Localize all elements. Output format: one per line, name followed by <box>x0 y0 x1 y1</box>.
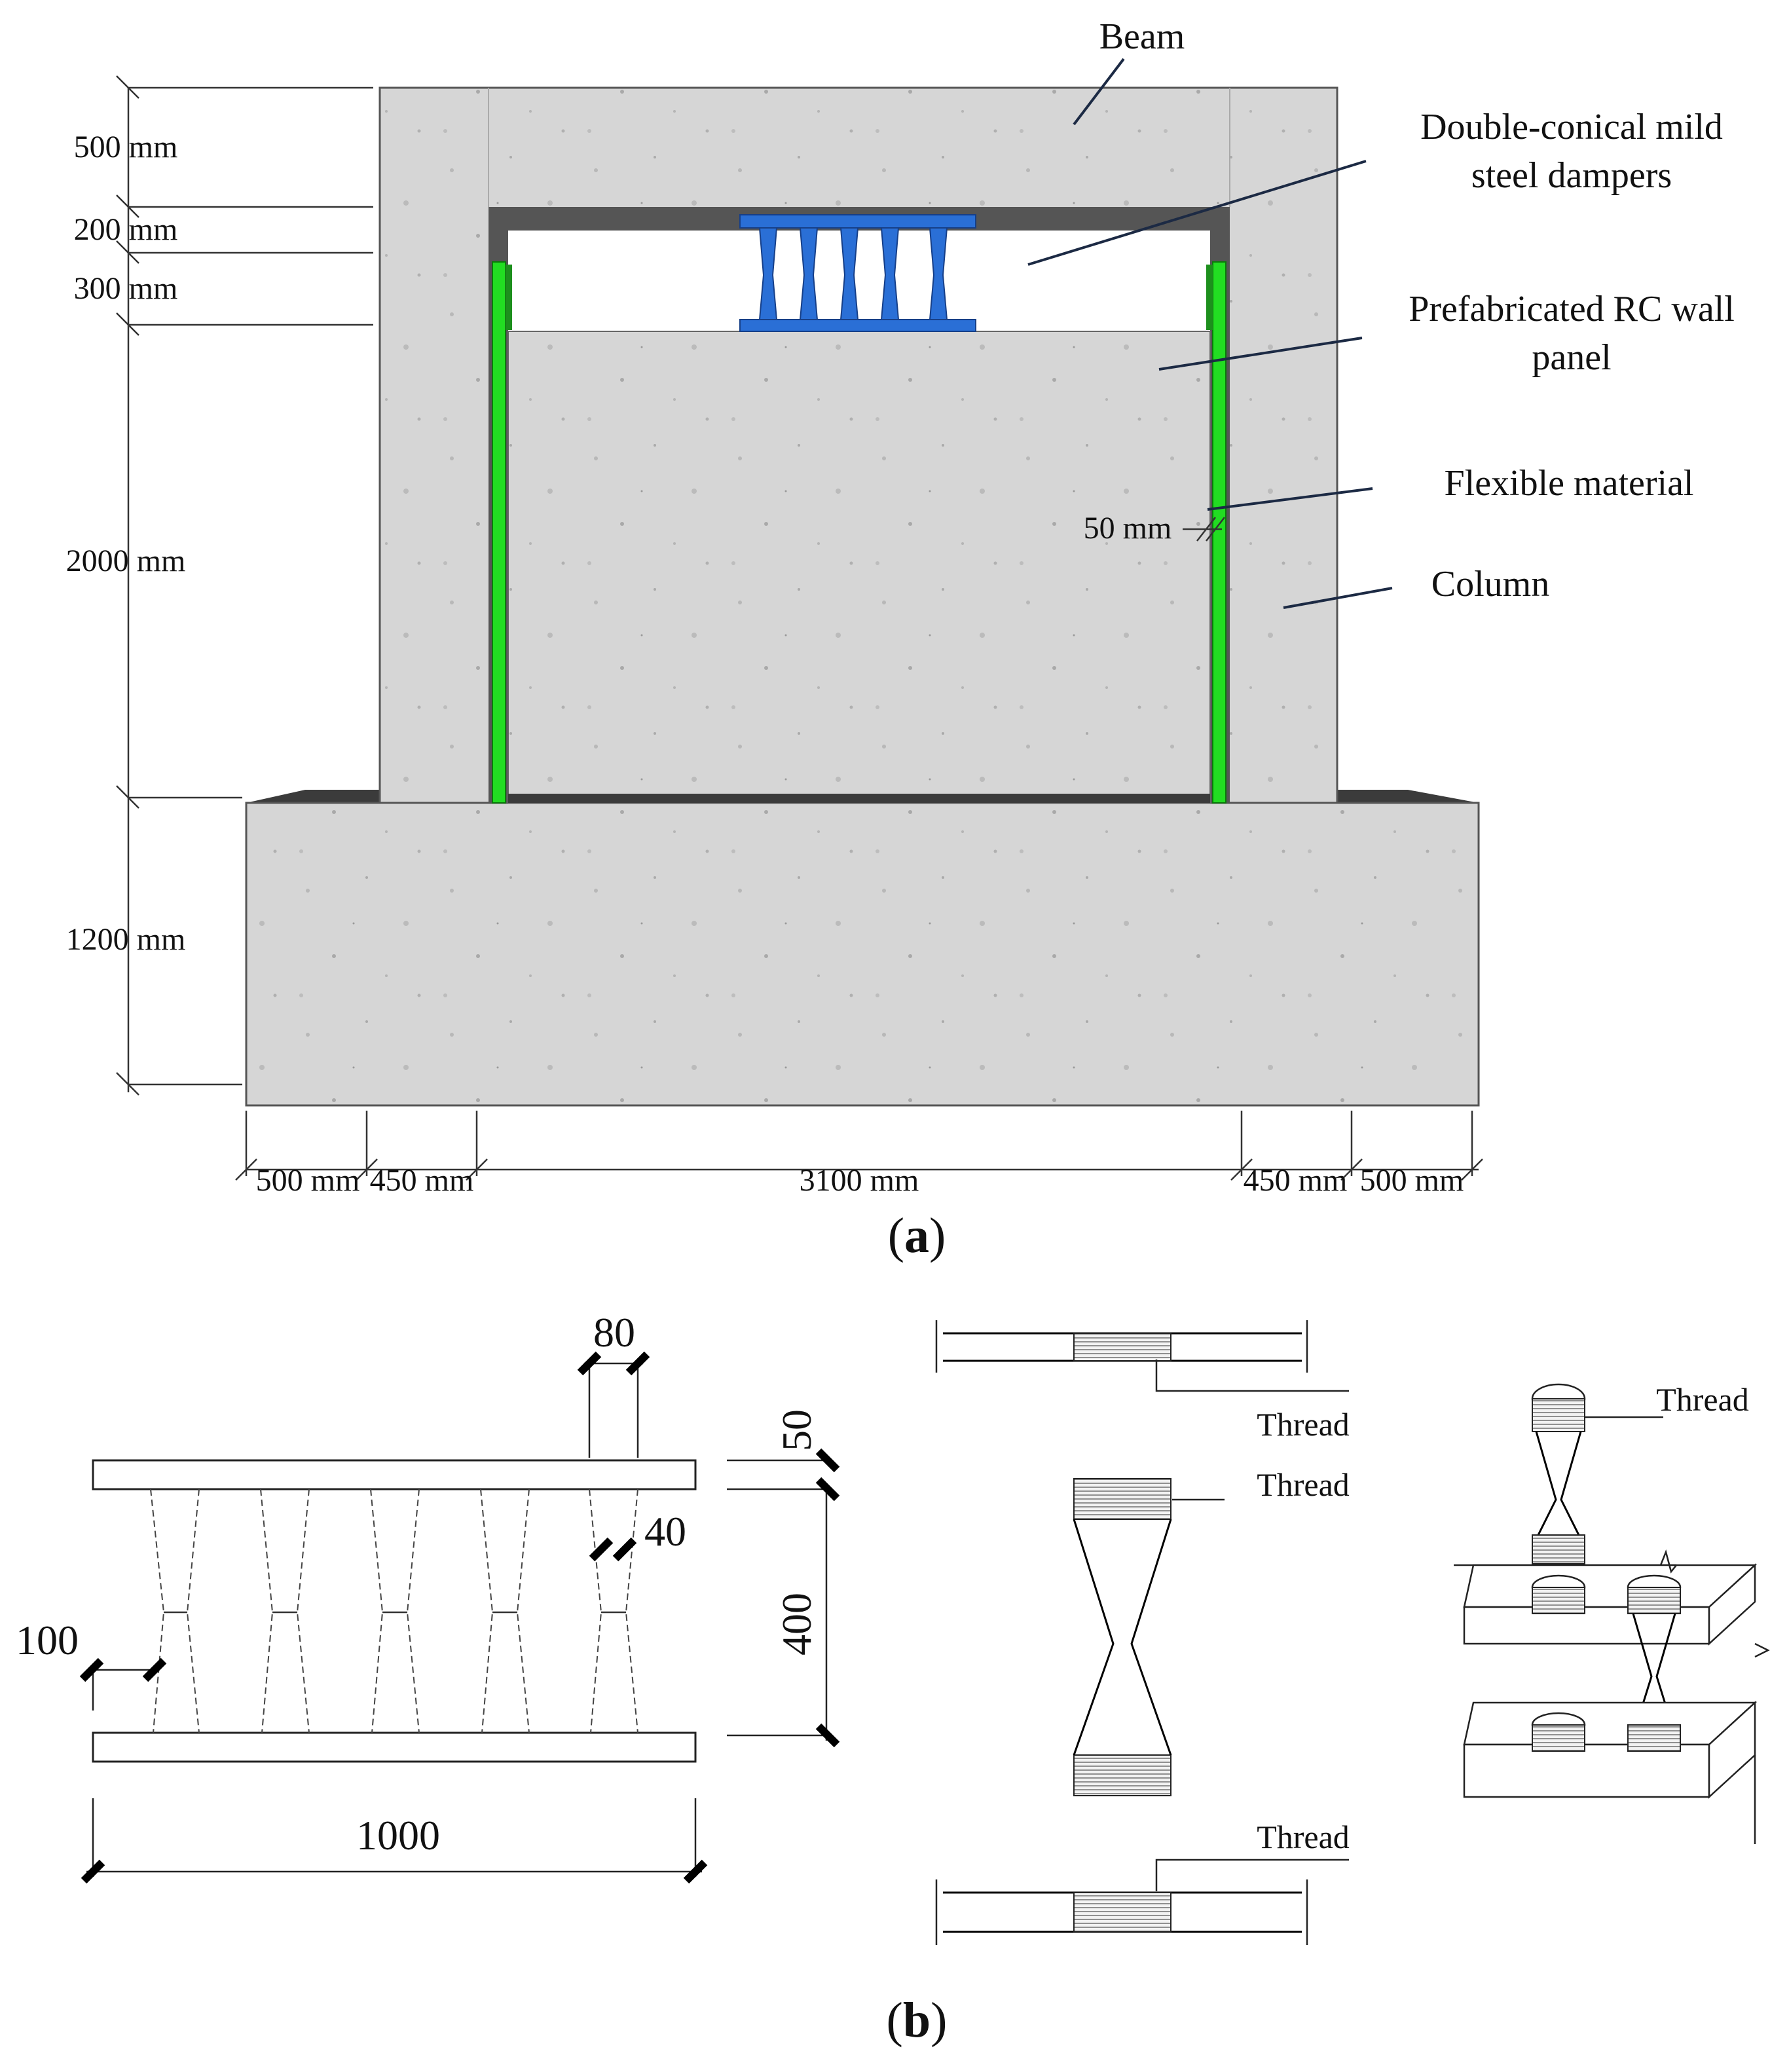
dim-beam-depth: 500 mm <box>74 130 178 164</box>
flexible-strip-right <box>1212 261 1226 804</box>
thread-label-3: Thread <box>1257 1819 1350 1855</box>
label-beam: Beam <box>1099 16 1185 57</box>
top-plate <box>92 1459 697 1490</box>
dim-40: 40 <box>644 1508 686 1555</box>
frame-drawing <box>245 86 1480 1107</box>
dim-80: 80 <box>593 1309 635 1356</box>
dim-gap-label: 50 mm <box>1084 511 1172 546</box>
isometric-assembly: Thread <box>1454 1381 1770 1844</box>
label-column: Column <box>1431 564 1549 604</box>
dim-1000: 1000 <box>356 1812 440 1859</box>
foundation <box>245 802 1480 1107</box>
thread-label-4: Thread <box>1656 1381 1749 1418</box>
dim-right-column: 450 mm <box>1244 1163 1348 1198</box>
dim-left-overhang: 500 mm <box>256 1163 360 1198</box>
top-gap <box>508 231 1210 331</box>
dim-right-overhang: 500 mm <box>1360 1163 1464 1198</box>
gap-dimension: 50 mm <box>1084 511 1225 546</box>
dim-left-column: 450 mm <box>370 1163 474 1198</box>
wall-panel <box>507 331 1211 804</box>
label-dampers-line1: Double-conical mild <box>1420 107 1723 147</box>
bottom-plate <box>92 1731 697 1763</box>
label-panel-line2: panel <box>1532 337 1611 378</box>
caption-a: (a) <box>888 1208 946 1263</box>
thread-label-2: Thread <box>1257 1466 1350 1503</box>
damper-elevation: 80 40 50 400 100 1000 <box>16 1309 840 1884</box>
label-flexible-material: Flexible material <box>1445 463 1694 504</box>
dim-damper-gap: 300 mm <box>74 271 178 306</box>
dim-50: 50 <box>773 1409 820 1451</box>
label-panel-line1: Prefabricated RC wall <box>1409 289 1735 329</box>
part-a-labels: Beam Double-conical mild steel dampers P… <box>1027 16 1735 609</box>
dim-foundation-height: 1200 mm <box>66 922 186 957</box>
dim-400: 400 <box>773 1593 820 1656</box>
vertical-dimensions: 500 mm 200 mm 300 mm 2000 mm 1200 mm <box>66 75 373 1096</box>
label-dampers-line2: steel dampers <box>1471 155 1672 196</box>
thread-label-1: Thread <box>1257 1406 1350 1443</box>
caption-b: (b) <box>887 1993 948 2048</box>
horizontal-dimensions: 500 mm 450 mm 3100 mm 450 mm 500 mm <box>235 1111 1483 1198</box>
cone-pins <box>150 1489 638 1733</box>
dim-steel-plate: 200 mm <box>74 212 178 247</box>
dim-panel-width: 3100 mm <box>800 1163 919 1198</box>
dim-100: 100 <box>16 1617 79 1663</box>
thread-details: Thread Thread Thread <box>935 1320 1350 1945</box>
damper-assembly <box>739 214 976 332</box>
dim-panel-height: 2000 mm <box>66 544 186 578</box>
flexible-strip-left <box>492 261 506 804</box>
